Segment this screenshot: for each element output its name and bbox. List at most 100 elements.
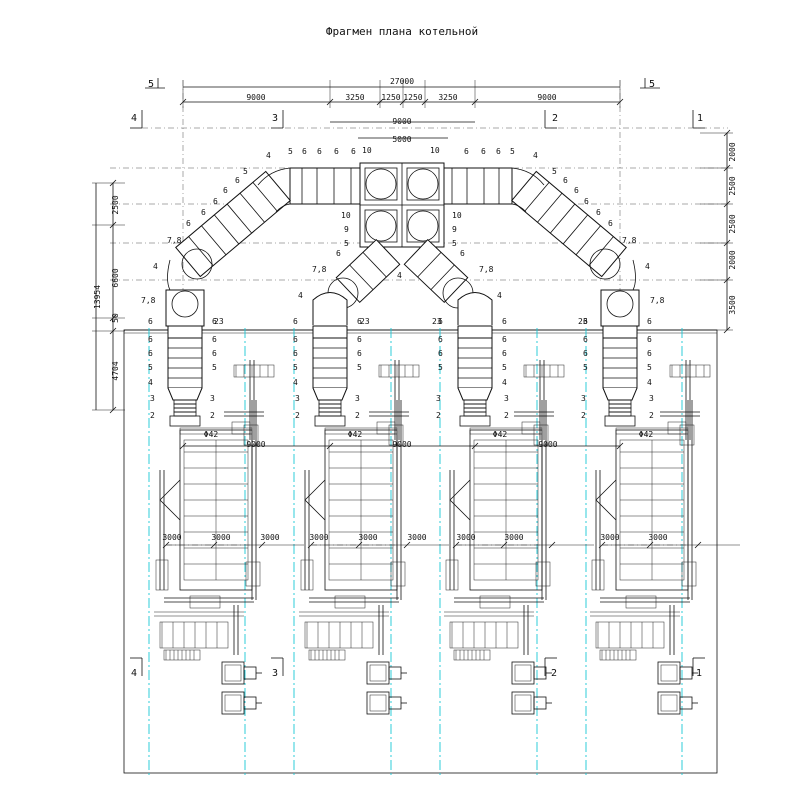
callout-9: 9 [452,225,457,234]
callout-label: 2 [436,411,441,420]
callout-label: 3 [436,394,441,403]
dim-seg-3: 1250 [381,93,400,102]
dim-seg-2: 3250 [345,93,364,102]
burner-unit [221,691,245,715]
dimension-tick [471,98,479,106]
dim-right-2: 2500 [728,176,737,195]
callout-6: 6 [608,219,613,228]
duct-joint [524,182,550,212]
burner-inner [514,664,532,682]
chimney-ring [463,403,487,409]
manifold-tee [189,595,221,609]
dim-seg-5: 3250 [438,93,457,102]
callout-label: 3 [355,394,360,403]
duct-elbow [632,259,636,291]
callout-6: 6 [460,249,465,258]
callout-5: 5 [452,239,457,248]
callout-5: 5 [288,147,293,156]
dim-row-3: 9000 [538,440,557,449]
duct-transition [602,325,638,339]
callout-6: 6 [213,197,218,206]
dim-left-outer: 13954 [93,285,102,309]
valve-group [390,561,406,587]
callout-5: 5 [243,167,248,176]
duct-joint [188,236,214,266]
pump-skid [159,621,229,649]
burner-unit [366,661,390,685]
callout-label: 6 [212,317,217,326]
burner-inner [224,664,242,682]
callout-6: 6 [351,147,356,156]
dim-mod-2: 3000 [211,533,230,542]
pipe-branch [595,479,617,521]
dimension-tick [646,541,654,549]
callout-4: 4 [645,262,650,271]
callout-label: 5 [647,363,652,372]
dim-mod-5: 3000 [358,533,377,542]
burner-motor [243,696,257,710]
callout-label: 5 [502,363,507,372]
callout-4: 4 [497,291,502,300]
pipe-branch [304,479,326,521]
duct-joint [349,264,374,290]
callout-4: 4 [153,262,158,271]
burner-unit [511,691,535,715]
burner-motor [533,696,547,710]
pump-skid [304,621,374,649]
section-mark-1-bottom: 1 [696,668,702,679]
callout-78: 7,8 [312,265,327,274]
callout-label: 6 [647,317,652,326]
callout-78: 7,8 [650,296,665,305]
callout-10: 10 [430,146,440,155]
chimney-ring [173,411,197,417]
callout-label: 2 [355,411,360,420]
pump-body [679,424,695,446]
callout-4: 4 [397,271,402,280]
duct-joint [214,214,240,245]
fan-icon [171,290,199,318]
callout-label: 6 [502,317,507,326]
dim-seg-1: 9000 [246,93,265,102]
dim-right-4: 2000 [728,250,737,269]
section-mark-5-right: 5 [649,79,655,90]
duct-transition [167,325,203,339]
section-mark-4-bottom: 4 [131,668,137,679]
burner-inner [660,694,678,712]
static-geometry: 6665432666532666543266653266654326665326… [92,78,740,776]
duct-diagonal-inner-right [403,238,469,304]
burner-unit [511,661,535,685]
dimension-tick [548,541,556,549]
duct-diagonal-left [175,170,291,278]
manifold-tee [334,595,366,609]
callout-6: 6 [302,147,307,156]
burner-unit [366,691,390,715]
dimension-tick [421,98,429,106]
callout-6: 6 [496,147,501,156]
callout-6: 6 [574,186,579,195]
damper-box [600,289,640,327]
callout-10: 10 [341,211,351,220]
callout-78: 7,8 [141,296,156,305]
pipe-branch [159,479,181,521]
chimney-ring [608,407,632,413]
dim-seg-4: 1250 [403,93,422,102]
callout-label: 6 [502,335,507,344]
fan-housing [364,209,398,243]
boiler-connection [169,415,201,427]
burner-motor [533,666,547,680]
callout-label: 6 [148,335,153,344]
callout-label: 6 [438,317,443,326]
fan-housing [406,167,440,201]
duct-joint [588,236,614,266]
callout-5: 5 [344,239,349,248]
dimension-tick [471,442,479,450]
manifold-tee [479,595,511,609]
dim-row-1: 9000 [246,440,265,449]
callout-6: 6 [317,147,322,156]
duct-vertical [312,337,348,389]
callout-label: 4 [647,378,652,387]
dim-mod-1: 3000 [162,533,181,542]
callout-label: 2 [649,411,654,420]
fan-icon [589,248,621,280]
section-mark-3-top: 3 [272,113,278,124]
